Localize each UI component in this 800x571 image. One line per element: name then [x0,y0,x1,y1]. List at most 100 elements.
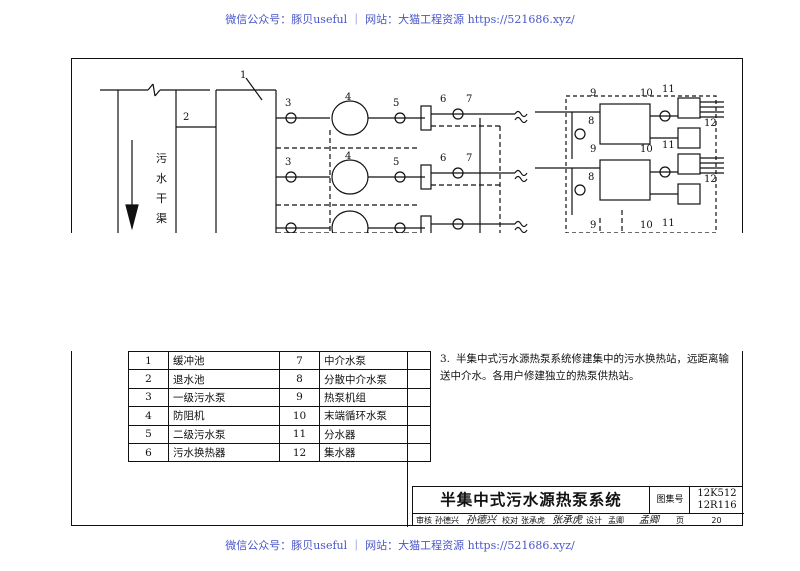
note-number: 3. [440,353,451,365]
channel-label-char: 干 [156,192,167,205]
flow-arrow-head [125,204,139,231]
watermark-bottom: 微信公众号：豚贝useful ｜ 网站：大猫工程资源 https://52168… [225,539,575,552]
legend-number: 9 [279,387,320,408]
callout-1: 1 [240,70,246,81]
callout-4: 4 [345,92,351,103]
watermark-top: 微信公众号：豚贝useful ｜ 网站：大猫工程资源 https://52168… [225,13,575,26]
secondary-pump-5 [394,112,406,124]
legend-name: 缓冲池 [168,350,280,371]
legend-name: 一级污水泵 [168,387,280,408]
water-distributor-11 [677,153,701,175]
note: 3.半集中式污水源热泵系统修建集中的污水换热站，远距离输送中介水。各用户修建独立… [440,351,730,385]
callout-11: 11 [662,218,675,229]
heat-pump-unit-9 [599,159,651,201]
water-collector-12 [677,183,701,205]
legend-number: 2 [128,369,169,389]
callout-12: 12 [704,174,717,185]
callout-10: 10 [640,88,653,99]
legend-name: 热泵机组 [319,387,431,408]
legend-name: 中介水泵 [319,350,431,371]
callout-9: 9 [590,220,596,231]
review-label: 审核 [416,516,432,525]
legend-name: 防阻机 [168,406,280,426]
channel-label-char: 渠 [156,212,167,225]
callout-9: 9 [590,144,596,155]
distributed-pump-8 [574,184,586,196]
legend-number: 8 [279,369,320,389]
heat-exchanger-6 [420,215,432,240]
break-mark [147,83,154,91]
callout-5: 5 [393,98,399,109]
page-number: 20 [711,516,722,525]
callout-5: 5 [393,157,399,168]
signature-row: 审核 孙德兴 孙德兴 校对 张承虎 张承虎 设计 孟卿 孟卿 页 20 [413,513,744,528]
atlas-label: 图集号 [649,487,690,513]
legend-number: 3 [128,387,169,408]
secondary-pump-5 [394,171,406,183]
medium-pump-7 [452,108,464,120]
callout-11: 11 [662,84,675,95]
legend-number: 5 [128,424,169,444]
checker-name: 张承虎 [521,516,545,525]
callout-3: 3 [285,157,291,168]
atlas-number: 12K512 12R116 [689,487,744,513]
water-distributor-11 [677,97,701,119]
design-label: 设计 [586,516,602,525]
note-text: 半集中式污水源热泵系统修建集中的污水换热站，远距离输送中介水。各用户修建独立的热… [440,353,729,382]
channel-label-char: 水 [156,172,167,185]
channel-label-char: 污 [156,152,167,165]
callout-3: 3 [285,98,291,109]
legend-number: 11 [279,424,320,444]
break-mark [152,83,156,97]
break-mark [514,169,528,177]
callout-8: 8 [588,116,594,127]
callout-7: 7 [466,94,472,105]
break-mark [514,116,528,124]
break-mark [154,89,161,97]
legend-number: 6 [128,442,169,463]
legend-number: 7 [279,350,320,371]
anti-blocking-machine-4 [331,159,369,195]
circulation-pump-10 [659,110,671,122]
callout-8: 8 [588,172,594,183]
callout-12: 12 [704,118,717,129]
callout-2: 2 [183,112,189,123]
title-block: 半集中式污水源热泵系统 图集号 12K512 12R116 审核 孙德兴 孙德兴… [412,486,744,528]
legend-name: 污水换热器 [168,442,280,463]
drawing-title: 半集中式污水源热泵系统 [440,491,622,509]
distributed-pump-8 [574,128,586,140]
legend-name: 二级污水泵 [168,424,280,444]
user-station-boundary [565,95,717,234]
legend-name: 末端循环水泵 [319,406,431,426]
callout-9: 9 [590,88,596,99]
heat-exchanger-6 [420,164,432,190]
break-mark [514,175,528,183]
callout-10: 10 [640,144,653,155]
reviewer-name: 孙德兴 [435,516,459,525]
medium-pump-7 [452,218,464,230]
callout-4: 4 [345,151,351,162]
designer-signature: 孟卿 [639,515,659,526]
designer-name: 孟卿 [608,516,624,525]
callout-6: 6 [440,153,446,164]
break-mark [514,110,528,118]
legend-number: 12 [279,442,320,463]
legend-number: 1 [128,350,169,371]
divider [407,351,408,527]
callout-10: 10 [640,220,653,231]
heat-exchanger-6 [420,105,432,131]
checker-signature: 张承虎 [552,515,582,526]
circulation-pump-10 [659,166,671,178]
heat-pump-unit-9 [599,103,651,145]
anti-blocking-machine-4 [331,100,369,136]
blank-area [0,233,800,351]
break-mark [514,226,528,234]
atlas-number-2: 12R116 [697,500,737,511]
